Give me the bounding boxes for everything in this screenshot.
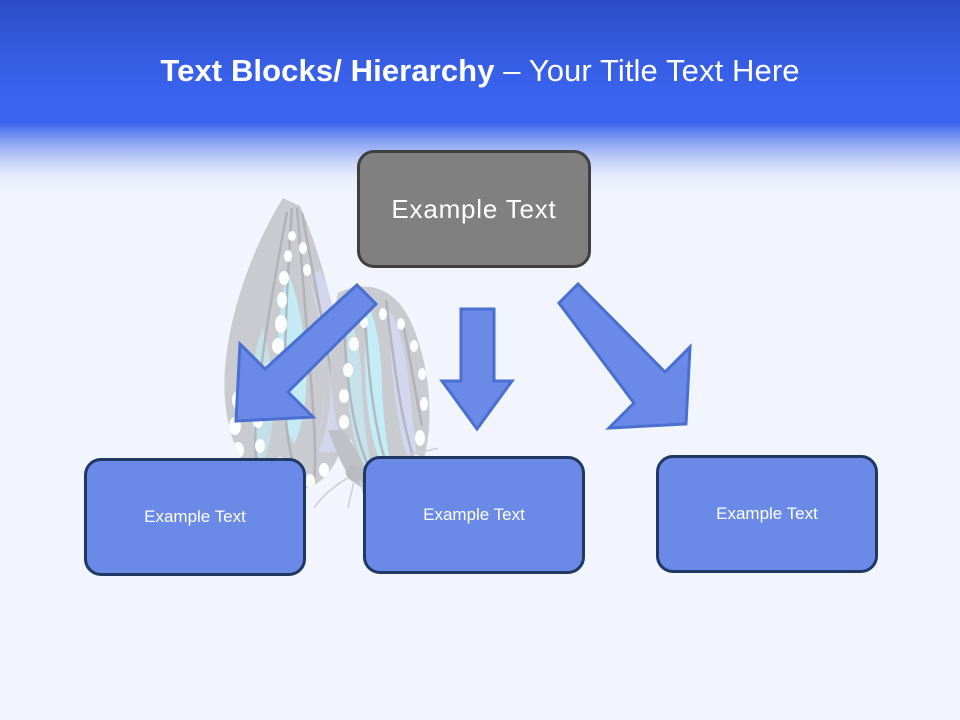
arrow-down-right-icon: [557, 281, 692, 430]
hierarchy-node-child-2[interactable]: Example Text: [363, 456, 585, 574]
arrow-down-icon: [439, 307, 515, 432]
hierarchy-node-child-1[interactable]: Example Text: [84, 458, 306, 576]
butterfly-left-wing: [224, 198, 347, 491]
page-title: Text Blocks/ Hierarchy – Your Title Text…: [0, 50, 960, 92]
page-title-light: Your Title Text Here: [528, 53, 800, 88]
page-title-separator: –: [494, 53, 529, 88]
hierarchy-node-top-label: Example Text: [391, 193, 557, 224]
page-title-strong: Text Blocks/ Hierarchy: [160, 53, 495, 88]
hierarchy-node-top[interactable]: Example Text: [357, 150, 591, 268]
hierarchy-node-child-3[interactable]: Example Text: [656, 455, 878, 573]
hierarchy-node-child-2-label: Example Text: [423, 505, 525, 524]
hierarchy-node-child-3-label: Example Text: [716, 504, 818, 523]
hierarchy-node-child-1-label: Example Text: [144, 507, 246, 526]
